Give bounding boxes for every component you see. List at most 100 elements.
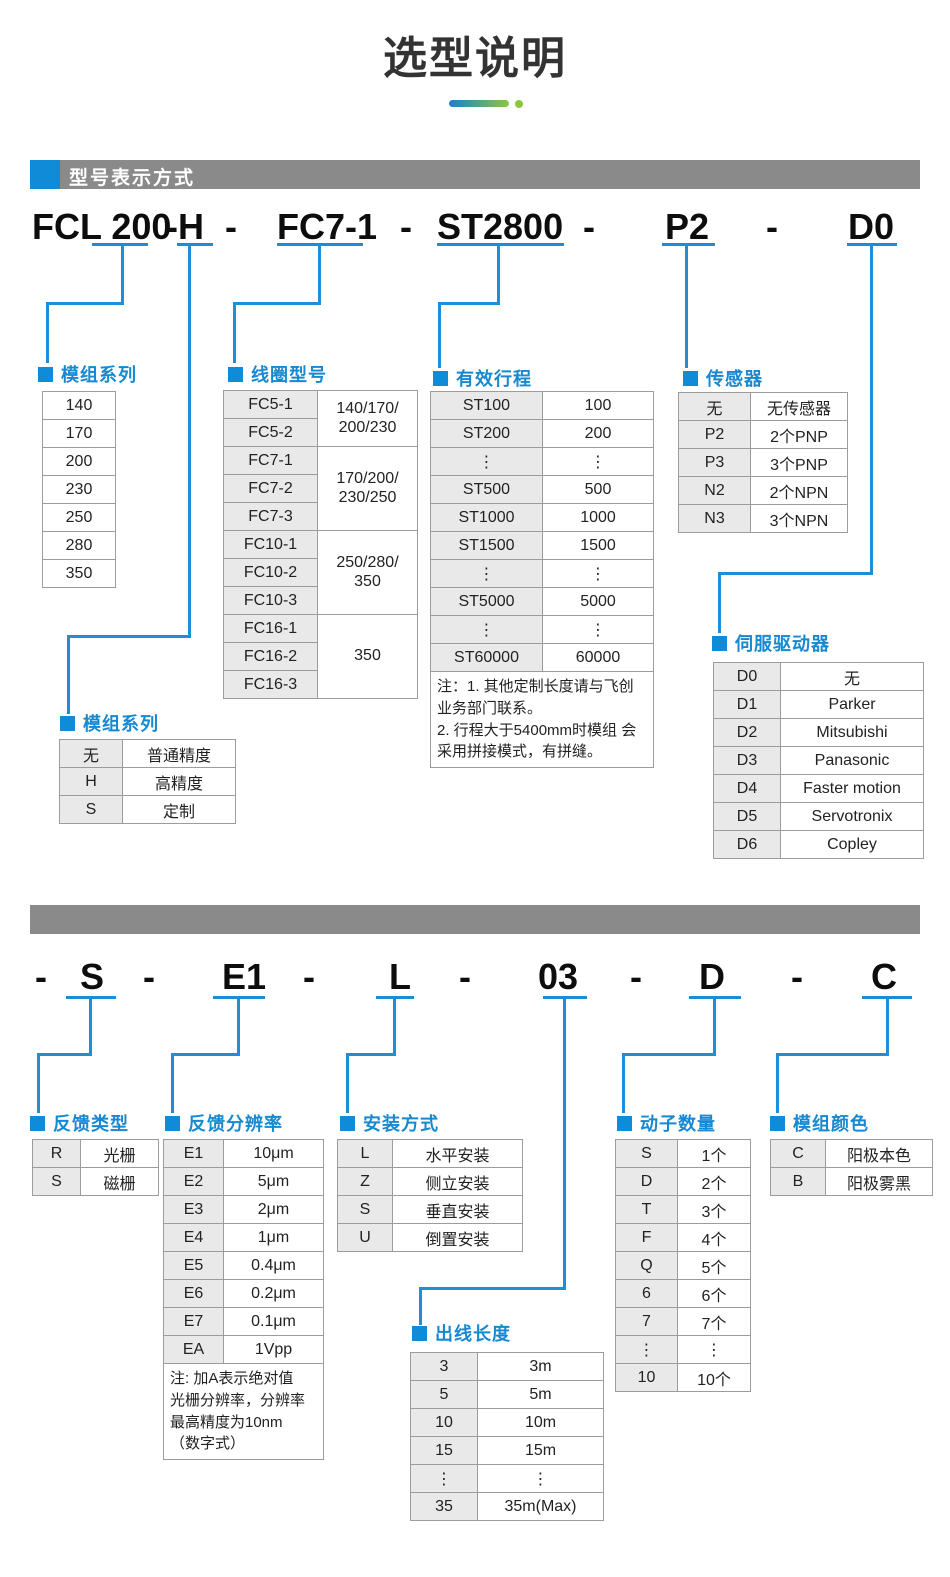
- model1-segment-coil: FC7-1: [277, 206, 378, 247]
- code-cell: Q: [615, 1251, 678, 1280]
- value-cell: 3个NPN: [750, 504, 848, 533]
- value-cell: 10m: [477, 1408, 604, 1437]
- code-cell: ST100: [430, 391, 543, 420]
- group-value-cell: 140/170/ 200/230: [317, 390, 418, 447]
- model-underline: [92, 243, 148, 246]
- leader-line-h: [37, 1053, 92, 1056]
- code-cell: E2: [163, 1167, 224, 1196]
- group-value-cell: 250/280/ 350: [317, 530, 418, 615]
- model1-segment-sensor: P2: [665, 206, 710, 247]
- code-cell: E6: [163, 1279, 224, 1308]
- code-cell: ⋮: [430, 447, 543, 476]
- code-cell: E4: [163, 1223, 224, 1252]
- model2-segment-mover: D: [699, 956, 725, 997]
- code-cell: 35: [410, 1492, 478, 1521]
- model-underline: [376, 996, 414, 999]
- code-cell: F: [615, 1223, 678, 1252]
- leader-line-v: [718, 572, 721, 633]
- leader-line-v: [237, 999, 240, 1056]
- code-cell: N3: [678, 504, 751, 533]
- code-cell: D: [615, 1167, 678, 1196]
- code-cell: ST5000: [430, 587, 543, 616]
- label-cable-length: 出线长度: [412, 1320, 511, 1346]
- model-underline: [66, 996, 116, 999]
- model-underline: [847, 243, 897, 246]
- value-cell: ⋮: [542, 447, 654, 476]
- leader-line-h: [171, 1053, 240, 1056]
- code-cell: E7: [163, 1307, 224, 1336]
- code-cell: P3: [678, 448, 751, 477]
- label-mounting: 安装方式: [340, 1110, 439, 1136]
- value-cell: 3个: [677, 1195, 751, 1224]
- model2-dash: -: [791, 956, 803, 997]
- value-cell: 1000: [542, 503, 654, 532]
- title-gradient-dot: [515, 100, 523, 108]
- model1-dash: -: [400, 206, 412, 247]
- model-underline: [543, 996, 587, 999]
- value-cell: 定制: [122, 795, 236, 824]
- leader-line-v: [318, 245, 321, 305]
- model-underline: [662, 243, 715, 246]
- leader-line-v: [346, 1053, 349, 1113]
- code-cell: 10: [410, 1408, 478, 1437]
- code-cell: FC7-1: [223, 446, 318, 475]
- code-cell: ST1500: [430, 531, 543, 560]
- code-cell: FC10-1: [223, 530, 318, 559]
- model-underline: [862, 996, 912, 999]
- leader-line-v: [188, 245, 191, 638]
- value-cell: 1μm: [223, 1223, 324, 1252]
- value-cell: 200: [42, 447, 116, 476]
- label-feedback-resolution: 反馈分辨率: [165, 1110, 283, 1136]
- leader-line-v: [67, 635, 70, 714]
- code-cell: L: [337, 1139, 393, 1168]
- value-cell: 1个: [677, 1139, 751, 1168]
- code-cell: ST1000: [430, 503, 543, 532]
- value-cell: 5000: [542, 587, 654, 616]
- code-cell: FC10-2: [223, 558, 318, 587]
- leader-line-h: [718, 572, 873, 575]
- model1-dash: -: [766, 206, 778, 247]
- bullet-square-icon: [38, 366, 53, 382]
- bullet-square-icon: [770, 1115, 785, 1131]
- value-cell: 5个: [677, 1251, 751, 1280]
- label-module-precision: 模组系列: [60, 710, 159, 736]
- value-cell: 侧立安装: [392, 1167, 523, 1196]
- model2-dash: -: [35, 956, 47, 997]
- code-cell: D6: [713, 830, 781, 859]
- model-underline: [689, 996, 741, 999]
- bullet-square-icon: [617, 1115, 632, 1131]
- code-cell: FC7-3: [223, 502, 318, 531]
- leader-line-h: [419, 1287, 566, 1290]
- code-cell: S: [337, 1195, 393, 1224]
- code-cell: U: [337, 1223, 393, 1252]
- model2-dash: -: [459, 956, 471, 997]
- value-cell: 阳极本色: [825, 1139, 933, 1168]
- leader-line-h: [776, 1053, 889, 1056]
- code-cell: FC10-3: [223, 586, 318, 615]
- value-cell: 2个PNP: [750, 420, 848, 449]
- value-cell: 140: [42, 391, 116, 420]
- code-cell: FC5-1: [223, 390, 318, 419]
- model2-segment-feedback-type: S: [80, 956, 105, 997]
- code-cell: E3: [163, 1195, 224, 1224]
- code-cell: P2: [678, 420, 751, 449]
- code-cell: Z: [337, 1167, 393, 1196]
- leader-line-h: [233, 302, 321, 305]
- code-cell: T: [615, 1195, 678, 1224]
- bullet-square-icon: [683, 370, 698, 386]
- label-servo-driver: 伺服驱动器: [712, 630, 830, 656]
- value-cell: ⋮: [677, 1335, 751, 1364]
- value-cell: 垂直安装: [392, 1195, 523, 1224]
- code-cell: ⋮: [430, 559, 543, 588]
- leader-line-h: [438, 302, 500, 305]
- model2-segment-color: C: [871, 956, 897, 997]
- label-sensor: 传感器: [683, 365, 763, 391]
- code-cell: D4: [713, 774, 781, 803]
- code-cell: 3: [410, 1352, 478, 1381]
